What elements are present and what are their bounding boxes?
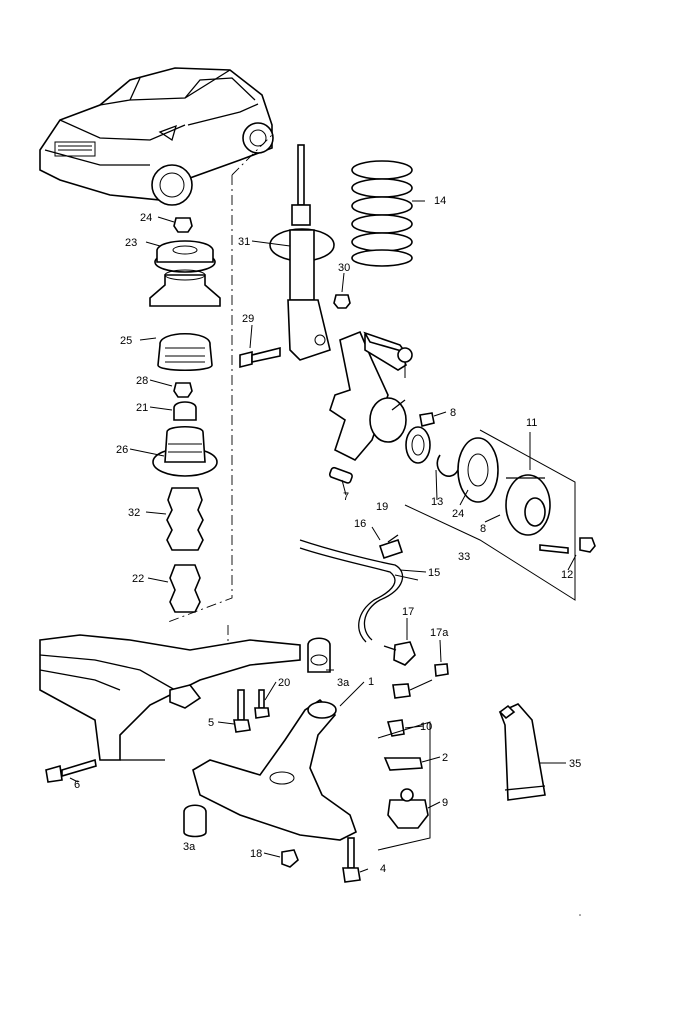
stabilizer-bar xyxy=(299,534,404,643)
callout-6: 6 xyxy=(74,779,80,791)
callout-9: 9 xyxy=(442,797,448,809)
callout-24-top: 24 xyxy=(140,212,152,224)
callout-1: 1 xyxy=(368,676,374,688)
callout-32: 32 xyxy=(128,507,140,519)
callout-2: 2 xyxy=(442,752,448,764)
nut-30 xyxy=(333,294,351,309)
callout-3a-top: 3a xyxy=(337,677,350,689)
callout-29: 29 xyxy=(242,313,254,325)
steering-knuckle xyxy=(328,330,407,484)
callout-5: 5 xyxy=(208,717,214,729)
callout-35: 35 xyxy=(569,758,581,770)
rubber-mount xyxy=(157,332,213,371)
brake-disc xyxy=(457,437,499,503)
callout-16: 16 xyxy=(354,518,366,530)
callout-8-flange: 8 xyxy=(450,407,456,419)
callout-18: 18 xyxy=(250,848,262,860)
clip-8 xyxy=(419,412,435,427)
nut-18 xyxy=(281,849,299,868)
hub-bolts xyxy=(539,537,596,554)
leader-lines xyxy=(69,200,577,873)
callout-26: 26 xyxy=(116,444,128,456)
nut-top xyxy=(173,217,193,233)
subframe-bushing xyxy=(307,637,331,673)
ball-joint-frame xyxy=(377,721,431,851)
grease-tube xyxy=(498,703,546,801)
callout-33: 33 xyxy=(458,551,470,563)
nut-28 xyxy=(173,382,193,398)
long-bolt xyxy=(45,758,97,783)
drop-link xyxy=(383,641,449,699)
callout-19: 19 xyxy=(376,501,388,513)
stray-dot xyxy=(579,914,581,916)
bump-stop xyxy=(169,564,201,613)
callout-7: 7 xyxy=(343,491,349,503)
strut-mount xyxy=(149,274,221,307)
callout-13: 13 xyxy=(431,496,443,508)
callout-25: 25 xyxy=(120,335,132,347)
tie-rod-end xyxy=(363,331,413,378)
strut-mount-stack xyxy=(149,217,221,613)
callout-22: 22 xyxy=(132,573,144,585)
callout-17a: 17a xyxy=(430,627,449,639)
wheel-hub xyxy=(505,474,551,536)
wheel-bearing xyxy=(405,426,459,477)
callout-3a-bottom: 3a xyxy=(183,841,196,853)
coil-spring xyxy=(351,160,413,267)
callout-labels: 24 23 25 28 21 26 32 22 31 30 29 14 8 11… xyxy=(74,195,581,875)
strut-clamp-bolt xyxy=(239,346,281,369)
hub-assembly-frame xyxy=(404,429,576,601)
spacer-21 xyxy=(173,401,197,421)
callout-17: 17 xyxy=(402,606,414,618)
callout-20: 20 xyxy=(278,677,290,689)
callout-10: 10 xyxy=(420,721,432,733)
callout-8-hub: 8 xyxy=(480,523,486,535)
callout-4: 4 xyxy=(380,863,386,875)
shock-absorber-strut xyxy=(269,144,335,361)
callout-15: 15 xyxy=(428,567,440,579)
control-arm-bushing xyxy=(183,804,207,838)
callout-30: 30 xyxy=(338,262,350,274)
callout-12: 12 xyxy=(561,569,573,581)
callout-23: 23 xyxy=(125,237,137,249)
callout-14: 14 xyxy=(434,195,446,207)
protective-boot xyxy=(166,487,204,551)
callout-11: 11 xyxy=(526,417,537,429)
callout-24-ring: 24 xyxy=(452,508,464,520)
bolt-4 xyxy=(342,837,361,883)
vehicle-illustration xyxy=(39,67,274,206)
callout-28: 28 xyxy=(136,375,148,387)
subframe-bolts xyxy=(233,689,270,733)
lower-control-arm xyxy=(192,698,357,841)
callout-21: 21 xyxy=(136,402,148,414)
callout-31: 31 xyxy=(238,236,250,248)
subframe xyxy=(39,634,301,761)
ball-joint xyxy=(383,719,429,829)
